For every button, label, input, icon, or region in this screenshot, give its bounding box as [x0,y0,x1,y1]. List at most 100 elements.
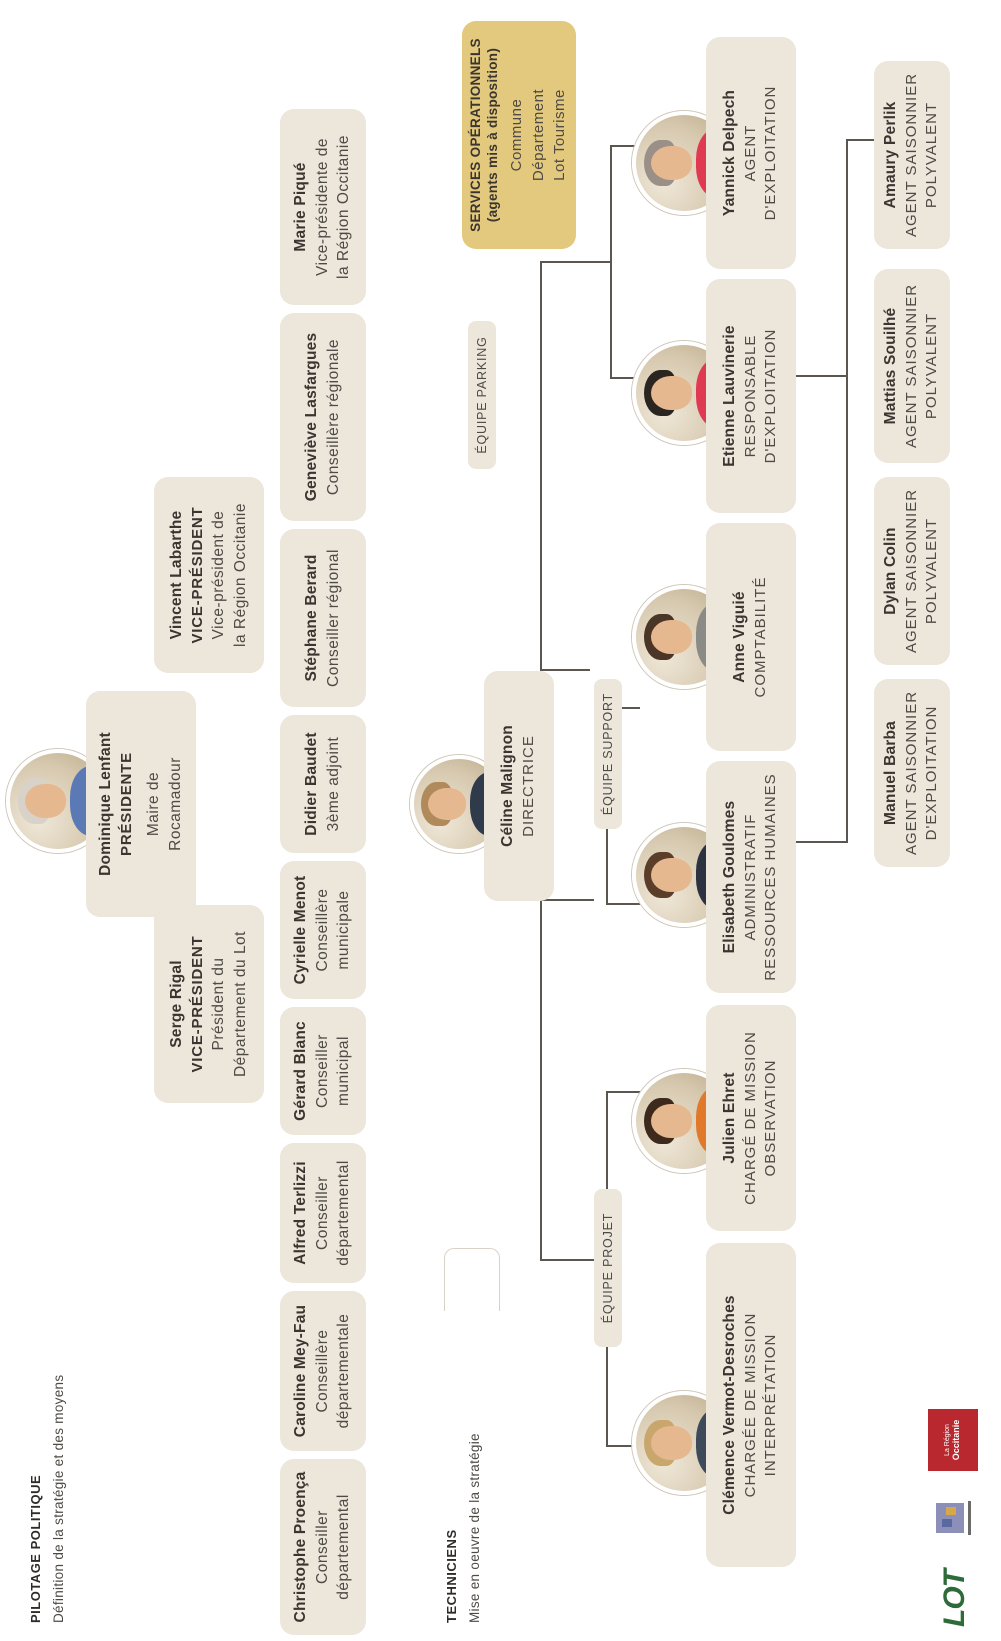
staff-name: Julien Ehret [721,1072,739,1164]
vp-labarthe-desc-1: Vice-président de [209,510,227,640]
council-desc-2: municipal [335,1036,353,1106]
region-occitanie-text-1: La Région [944,1424,952,1456]
council-name: Caroline Mey-Fau [291,1304,309,1438]
card-council-menot: Cyrielle Menot Conseillère municipale [280,861,366,999]
card-seasonal-perlik: Amaury Perlik AGENT SAISONNIER POLYVALEN… [874,61,950,249]
connector-line [610,145,612,379]
staff-name: Etienne Lauvinerie [721,325,739,467]
council-desc-2: départementale [335,1313,353,1429]
council-name: Alfred Terlizzi [291,1161,309,1265]
lot-logo: LOT [938,1570,978,1627]
vp-rigal-name: Serge Rigal [167,960,185,1048]
council-desc-2: départemental [335,1494,353,1600]
card-council-mey-fau: Caroline Mey-Fau Conseillère département… [280,1291,366,1451]
connector-line [540,261,542,671]
techniciens-title: TECHNICIENS [444,1529,459,1623]
card-council-proenca: Christophe Proença Conseiller départemen… [280,1459,366,1635]
team-pill-projet: ÉQUIPE PROJET [594,1189,622,1347]
techniciens-subtitle: Mise en oeuvre de la stratégie [467,1433,482,1623]
card-seasonal-barba: Manuel Barba AGENT SAISONNIER D'EXPLOITA… [874,679,950,867]
council-desc-1: Conseillère régionale [324,338,342,496]
card-etienne: Etienne Lauvinerie RESPONSABLE D'EXPLOIT… [706,279,796,513]
card-council-terlizzi: Alfred Terlizzi Conseiller départemental [280,1143,366,1283]
vp-rigal-role: VICE-PRÉSIDENT [188,935,206,1073]
staff-title-2: D'EXPLOITATION [762,328,780,464]
staff-title-2: INTERPRÉTATION [762,1333,780,1477]
council-name: Gérard Blanc [291,1021,309,1121]
president-name: Dominique Lenfant [96,732,114,876]
staff-title-1: RESPONSABLE [742,334,760,458]
staff-title-1: COMPTABILITÉ [752,576,770,698]
card-director: Céline Malignon DIRECTRICE [484,671,554,901]
council-desc-2: municipale [335,890,353,970]
card-seasonal-colin: Dylan Colin AGENT SAISONNIER POLYVALENT [874,477,950,665]
council-name: Didier Baudet [302,732,320,836]
council-desc-1: Conseiller régional [324,549,342,687]
staff-title-1: CHARGÉ DE MISSION [742,1031,760,1205]
council-name: Cyrielle Menot [291,875,309,985]
president-desc-2: Rocamadour [166,757,184,851]
council-desc-2: la Région Occitanie [335,135,353,279]
card-elisabeth: Elisabeth Goulomes ADMINISTRATIF RESSOUR… [706,761,796,993]
council-desc-1: Conseillère [313,888,331,972]
seasonal-title-2: POLYVALENT [923,312,941,420]
staff-name: Clémence Vermot-Desroches [721,1295,739,1515]
council-desc-1: Conseillère [313,1329,331,1413]
card-council-baudet: Didier Baudet 3ème adjoint [280,715,366,853]
team-pill-support: ÉQUIPE SUPPORT [594,679,622,829]
region-occitanie-logo: La Région Occitanie [928,1409,978,1471]
staff-name: Elisabeth Goulomes [721,800,739,954]
seasonal-name: Mattias Souilhé [882,307,900,425]
president-desc-1: Maire de [144,771,162,837]
pilotage-header: PILOTAGE POLITIQUE Définition de la stra… [28,1375,66,1623]
rocamadour-logo [930,1495,974,1541]
connector-line [540,899,542,1261]
staff-name: Yannick Delpech [721,89,739,217]
card-yannick: Yannick Delpech AGENT D'EXPLOITATION [706,37,796,269]
connector-line [606,903,640,905]
staff-title-2: RESSOURCES HUMAINES [762,773,780,981]
card-president: Dominique Lenfant PRÉSIDENTE Maire de Ro… [86,691,196,917]
pilotage-subtitle: Définition de la stratégie et des moyens [51,1374,66,1623]
staff-title-1: ADMINISTRATIF [742,813,760,941]
connector-line [540,899,594,901]
seasonal-title-2: D'EXPLOITATION [923,705,941,841]
card-anne: Anne Viguié COMPTABILITÉ [706,523,796,751]
connector-line [540,261,612,263]
connector-line [606,1091,640,1093]
connector-line [540,669,590,671]
card-council-lasfargues: Geneviève Lasfargues Conseillère régiona… [280,313,366,521]
card-council-pique: Marie Piqué Vice-présidente de la Région… [280,109,366,305]
vp-labarthe-name: Vincent Labarthe [167,510,185,640]
council-desc-1: Conseiller [313,1510,331,1584]
card-seasonal-souilhe: Mattias Souilhé AGENT SAISONNIER POLYVAL… [874,269,950,463]
services-subtitle: (agents mis à disposition) [485,47,501,223]
services-title: SERVICES OPÉRATIONNELS [467,38,483,232]
staff-title-1: CHARGÉE DE MISSION [742,1312,760,1498]
service-item: Lot Tourisme [551,89,569,181]
staff-title-2: OBSERVATION [762,1059,780,1177]
card-clemence: Clémence Vermot-Desroches CHARGÉE DE MIS… [706,1243,796,1567]
staff-title-2: D'EXPLOITATION [762,85,780,221]
seasonal-name: Dylan Colin [882,527,900,615]
director-title: DIRECTRICE [520,735,538,837]
council-name: Marie Piqué [291,162,309,252]
seasonal-name: Manuel Barba [882,720,900,826]
vp-rigal-desc-2: Département du Lot [231,931,249,1078]
card-council-berard: Stéphane Berard Conseiller régional [280,529,366,707]
seasonal-title-1: AGENT SAISONNIER [903,283,921,449]
connector-line [846,139,848,843]
director-name: Céline Malignon [499,725,517,847]
lot-logo-text: LOT [938,1570,971,1627]
service-item: Commune [507,98,525,172]
card-council-blanc: Gérard Blanc Conseiller municipal [280,1007,366,1135]
seasonal-title-1: AGENT SAISONNIER [903,488,921,654]
seasonal-title-2: POLYVALENT [923,101,941,209]
techniciens-header: TECHNICIENS Mise en oeuvre de la stratég… [444,1433,482,1623]
council-desc-1: Conseiller [313,1176,331,1250]
council-desc-1: Conseiller [313,1034,331,1108]
techniciens-bracket [444,1248,500,1311]
council-name: Stéphane Berard [302,554,320,682]
council-name: Geneviève Lasfargues [302,332,320,502]
